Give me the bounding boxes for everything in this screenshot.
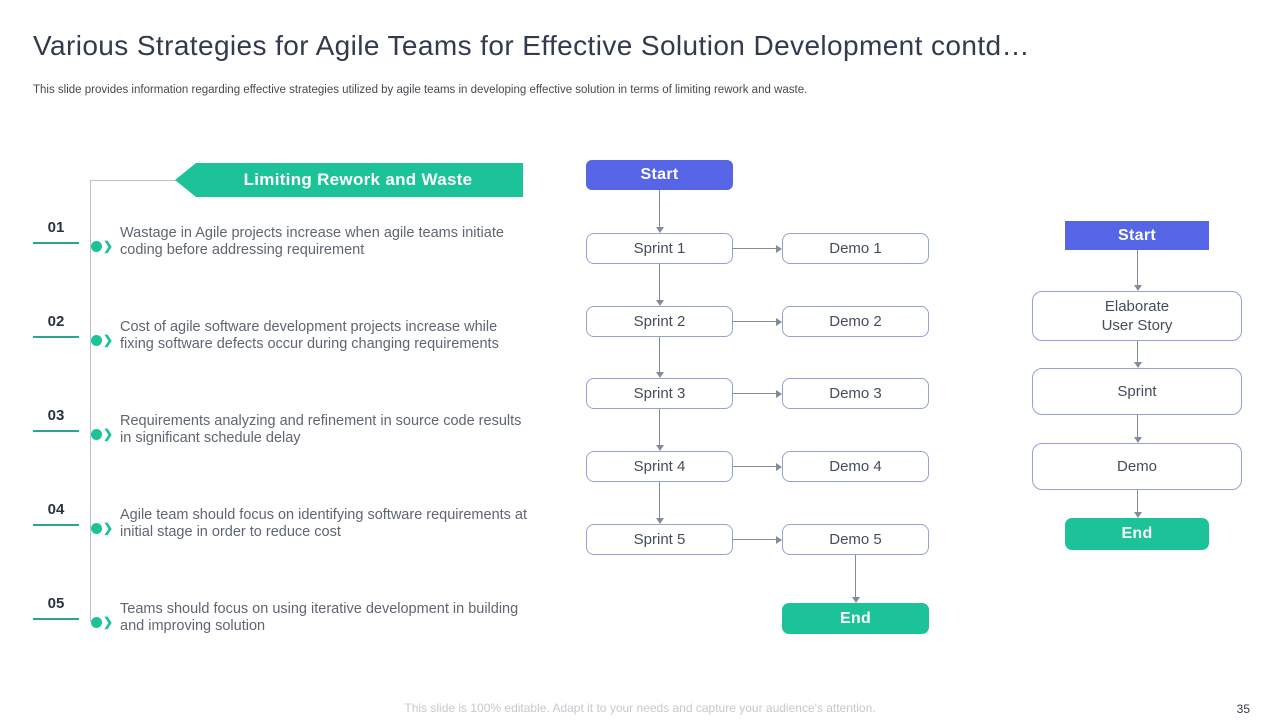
chevron-right-icon: ❯ xyxy=(103,333,114,347)
footer-note: This slide is 100% editable. Adapt it to… xyxy=(404,701,876,715)
list-bullet-04: ❯ xyxy=(91,521,114,535)
list-item-text-02: Cost of agile software development proje… xyxy=(120,319,499,352)
chevron-right-icon: ❯ xyxy=(103,521,114,535)
page-number: 35 xyxy=(1236,702,1250,716)
section-banner-label: Limiting Rework and Waste xyxy=(243,170,473,189)
list-number-02: 02 xyxy=(33,313,79,338)
list-item-text-01: Wastage in Agile projects increase when … xyxy=(120,225,504,258)
dot-icon xyxy=(91,429,102,440)
dot-icon xyxy=(91,617,102,628)
list-number-03: 03 xyxy=(33,407,79,432)
flow-main-sprint-2: Sprint 2 xyxy=(586,306,733,337)
dot-icon xyxy=(91,523,102,534)
flow-right-step-sprint: Sprint xyxy=(1032,368,1242,415)
connector-horizontal-line xyxy=(90,180,176,181)
list-item-text-03: Requirements analyzing and refinement in… xyxy=(120,413,522,446)
flow-main-demo-3: Demo 3 xyxy=(782,378,929,409)
arrow-down-icon xyxy=(655,409,664,451)
dot-icon xyxy=(91,241,102,252)
arrow-down-icon xyxy=(655,482,664,524)
arrow-down-icon xyxy=(655,190,664,233)
arrow-right-icon xyxy=(733,389,782,398)
flow-right-step-demo: Demo xyxy=(1032,443,1242,490)
chevron-right-icon: ❯ xyxy=(103,239,114,253)
arrow-down-icon xyxy=(1133,341,1142,368)
flow-main-demo-1: Demo 1 xyxy=(782,233,929,264)
list-item-text-05: Teams should focus on using iterative de… xyxy=(120,601,519,634)
arrow-down-icon xyxy=(655,264,664,306)
flow-main-sprint-5: Sprint 5 xyxy=(586,524,733,555)
flow-right-end: End xyxy=(1065,518,1209,550)
slide-subtitle: This slide provides information regardin… xyxy=(33,84,808,96)
list-bullet-01: ❯ xyxy=(91,239,114,253)
arrow-down-icon xyxy=(851,555,860,603)
list-number-05: 05 xyxy=(33,595,79,620)
arrow-right-icon xyxy=(733,244,782,253)
list-bullet-02: ❯ xyxy=(91,333,114,347)
page-title: Various Strategies for Agile Teams for E… xyxy=(33,30,1030,61)
flow-main-sprint-1: Sprint 1 xyxy=(586,233,733,264)
arrow-down-icon xyxy=(1133,250,1142,291)
list-item-text-04: Agile team should focus on identifying s… xyxy=(120,507,528,540)
dot-icon xyxy=(91,335,102,346)
flow-right-start: Start xyxy=(1065,221,1209,250)
arrow-down-icon xyxy=(1133,415,1142,443)
flow-main-sprint-4: Sprint 4 xyxy=(586,451,733,482)
list-number-01: 01 xyxy=(33,219,79,244)
flow-right-step-elaborate-user-story: Elaborate User Story xyxy=(1032,291,1242,341)
arrow-right-icon xyxy=(733,317,782,326)
section-banner: Limiting Rework and Waste xyxy=(175,163,523,197)
arrow-down-icon xyxy=(655,337,664,378)
flow-main-end: End xyxy=(782,603,929,634)
connector-vertical-line xyxy=(90,180,91,622)
chevron-right-icon: ❯ xyxy=(103,615,114,629)
arrow-right-icon xyxy=(733,462,782,471)
list-bullet-03: ❯ xyxy=(91,427,114,441)
list-number-04: 04 xyxy=(33,501,79,526)
list-bullet-05: ❯ xyxy=(91,615,114,629)
flow-main-sprint-3: Sprint 3 xyxy=(586,378,733,409)
arrow-right-icon xyxy=(733,535,782,544)
flow-main-demo-2: Demo 2 xyxy=(782,306,929,337)
flow-main-start: Start xyxy=(586,160,733,190)
flow-main-demo-4: Demo 4 xyxy=(782,451,929,482)
flow-main-demo-5: Demo 5 xyxy=(782,524,929,555)
chevron-right-icon: ❯ xyxy=(103,427,114,441)
arrow-down-icon xyxy=(1133,490,1142,518)
